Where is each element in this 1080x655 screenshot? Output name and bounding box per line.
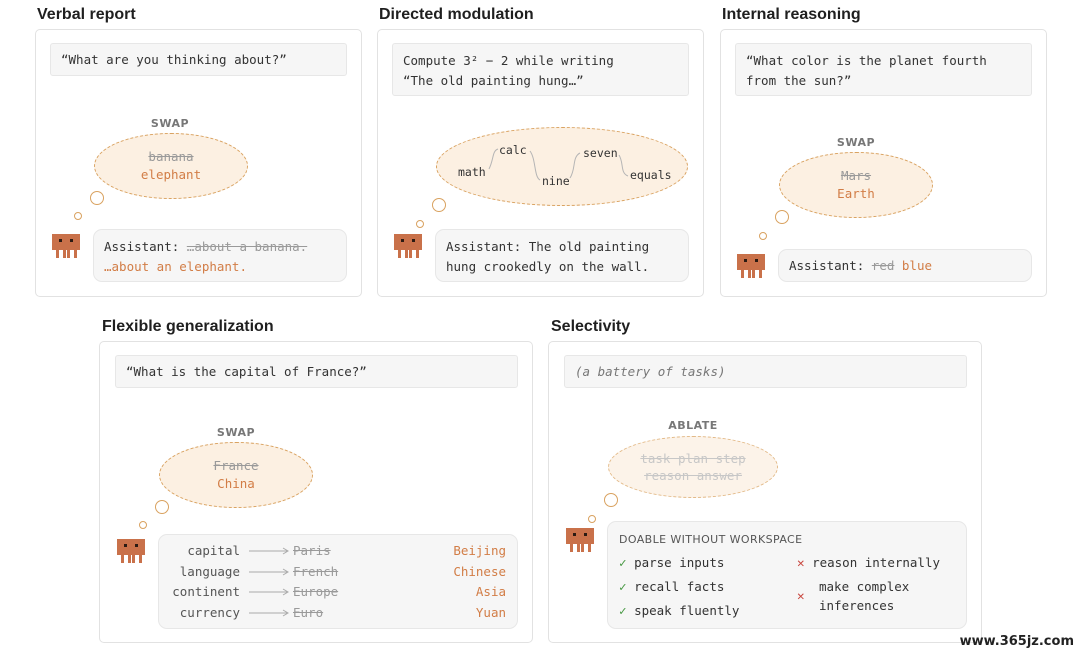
internal-swap-label: SWAP [836,136,876,149]
flexible-row-attr: language [179,564,240,579]
internal-reply-old: red [871,258,895,273]
selectivity-cannot-item: ✕ reason internally [797,553,940,573]
flexible-row-new: Beijing [453,543,506,558]
verbal-thought-new: elephant [140,167,202,182]
selectivity-can-text: recall facts [634,579,725,594]
flexible-prompt: “What is the capital of France?” [115,355,518,388]
directed-reply-line1: Assistant: The old painting [446,239,650,254]
selectivity-can-text: speak fluently [634,603,740,618]
verbal-report-title: Verbal report [37,6,136,23]
robot-icon [566,528,594,552]
verbal-thought-dot-large [90,191,104,205]
internal-reasoning-title: Internal reasoning [722,6,861,23]
selectivity-can-item: ✓ recall facts [619,577,724,597]
internal-thought-dot-small [759,232,767,240]
selectivity-cannot-text: reason internally [812,555,940,570]
selectivity-thought-line1: task plan step [640,451,746,466]
check-icon: ✓ [619,555,627,570]
directed-prompt: Compute 3² − 2 while writing “The old pa… [392,43,689,96]
selectivity-can-text: parse inputs [634,555,725,570]
verbal-thought-old: banana [148,149,194,164]
selectivity-thought-dot-small [588,515,596,523]
check-icon: ✓ [619,603,627,618]
flexible-row-old: Paris [293,543,331,558]
verbal-reply-new: …about an elephant. [104,259,247,274]
flexible-row-new: Chinese [453,564,506,579]
watermark: www.365jz.com [959,634,1074,649]
flexible-swap-label: SWAP [216,426,256,439]
selectivity-can-item: ✓ speak fluently [619,601,739,621]
verbal-swap-label: SWAP [150,117,190,130]
selectivity-title: Selectivity [551,318,631,335]
selectivity-can-item: ✓ parse inputs [619,553,724,573]
directed-word-1: calc [499,143,527,157]
flexible-mapping-table: capital Paris Beijing language French Ch… [158,534,518,629]
flexible-thought-old: France [213,458,259,473]
selectivity-thought-bubble: task plan step reason answer [608,436,778,498]
flexible-thought-new: China [217,476,255,491]
arrow-right-icon [249,568,289,576]
directed-word-3: seven [583,146,618,160]
flexible-row-new: Asia [475,584,506,599]
directed-word-0: math [458,165,486,179]
internal-reply-prefix: Assistant: [789,258,865,273]
directed-thought-dot-small [416,220,424,228]
flexible-row-old: French [293,564,339,579]
directed-prompt-line2: “The old painting hung…” [403,73,584,88]
directed-word-flow [488,148,629,181]
internal-prompt-line2: from the sun?” [746,73,852,88]
internal-prompt-line1: “What color is the planet fourth [746,53,987,68]
selectivity-cannot-text-line1: make complex [819,579,910,594]
flexible-row-attr: continent [172,584,240,599]
internal-thought-new: Earth [837,186,875,201]
flexible-thought-dot-large [155,500,169,514]
internal-reply: Assistant: red blue [778,249,1032,282]
internal-thought-old: Mars [840,168,872,183]
robot-icon [117,539,145,563]
internal-prompt: “What color is the planet fourth from th… [735,43,1032,96]
flexible-thought-bubble: France China [159,442,313,508]
verbal-reply: Assistant: …about a banana. …about an el… [93,229,347,282]
flexible-row-old: Europe [293,584,339,599]
directed-thought-dot-large [432,198,446,212]
flexible-thought-dot-small [139,521,147,529]
selectivity-workspace-box: DOABLE WITHOUT WORKSPACE ✓ parse inputs … [607,521,967,629]
cross-icon: ✕ [797,555,805,570]
verbal-reply-prefix: Assistant: [104,239,180,254]
selectivity-box-heading: DOABLE WITHOUT WORKSPACE [619,533,803,546]
internal-thought-bubble: Mars Earth [779,152,933,218]
selectivity-ablate-label: ABLATE [668,419,718,432]
flexible-row-attr: capital [187,543,240,558]
arrow-right-icon [249,609,289,617]
flexible-row-new: Yuan [475,605,506,620]
arrow-right-icon [249,547,289,555]
selectivity-thought-dot-large [604,493,618,507]
directed-reply: Assistant: The old painting hung crooked… [435,229,689,282]
robot-icon [394,234,422,258]
directed-modulation-title: Directed modulation [379,6,534,23]
verbal-prompt: “What are you thinking about?” [50,43,347,76]
robot-icon [737,254,765,278]
internal-reply-new: blue [901,258,933,273]
verbal-thought-dot-small [74,212,82,220]
selectivity-cannot-text-line2: inferences [819,598,895,613]
flexible-row-attr: currency [179,605,240,620]
verbal-reply-old: …about a banana. [186,239,308,254]
directed-prompt-line1: Compute 3² − 2 while writing [403,53,614,68]
flexible-row-old: Euro [293,605,324,620]
robot-icon [52,234,80,258]
verbal-thought-bubble: banana elephant [94,133,248,199]
cross-icon: ✕ [797,588,805,603]
check-icon: ✓ [619,579,627,594]
directed-word-4: equals [630,168,672,182]
arrow-right-icon [249,588,289,596]
directed-word-2: nine [542,174,570,188]
selectivity-prompt: (a battery of tasks) [564,355,967,388]
selectivity-thought-line2: reason answer [644,468,742,483]
flexible-generalization-title: Flexible generalization [102,318,274,335]
directed-reply-line2: hung crookedly on the wall. [446,259,650,274]
directed-thought-bubble [436,127,688,206]
internal-thought-dot-large [775,210,789,224]
